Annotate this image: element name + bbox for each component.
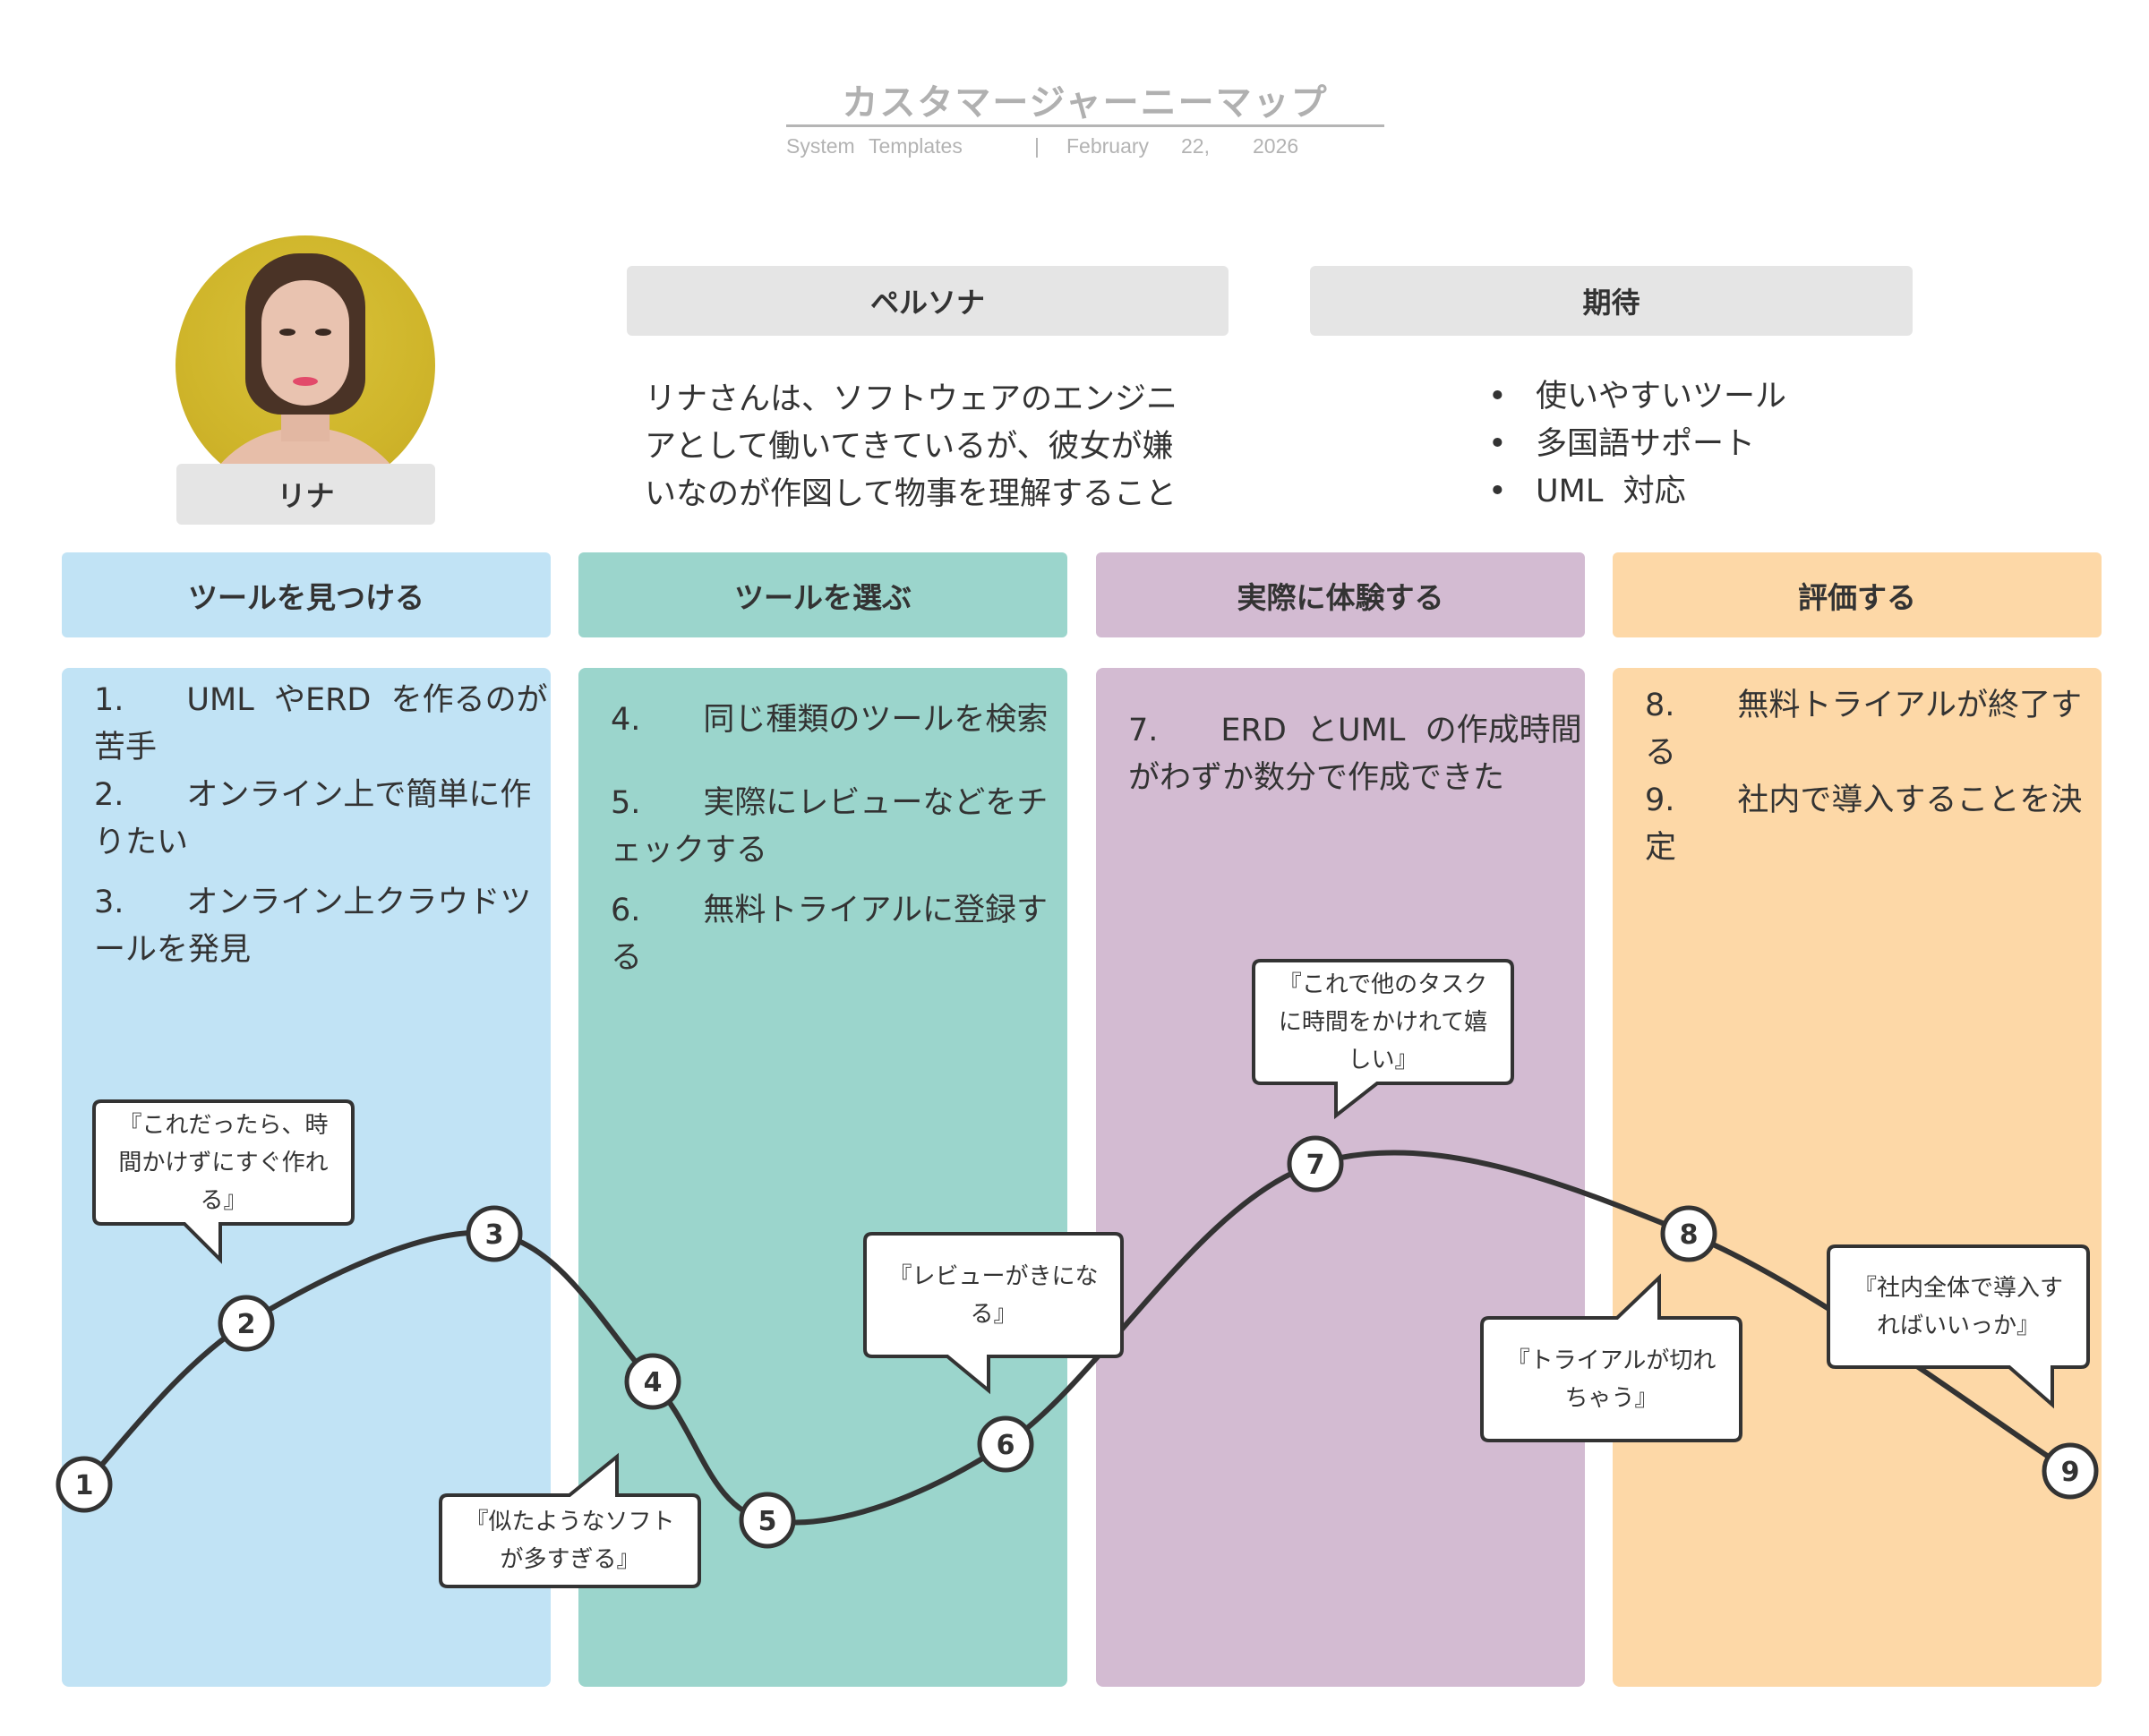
expectation-text: 使いやすいツール	[1536, 379, 1787, 415]
speech-bubble-text: 『これだったら、時間かけずにすぐ作れる』	[118, 1111, 329, 1214]
step-text: 定	[1645, 830, 1677, 866]
speech-bubble-text: 『レビューがきになる』	[888, 1262, 1099, 1328]
step-text: がわずか数分で作成できた	[1128, 760, 1505, 796]
expectations-list: • 使いやすいツール • 多国語サポート • UML 対応	[1477, 373, 1925, 516]
persona-description-line: アとして働いてきているが、彼女が嫌	[645, 429, 1174, 465]
step-text: る	[611, 940, 643, 976]
step-item: 6. 無料トライアルに登録する	[611, 887, 1049, 982]
step-text: 2. オンライン上で簡単に作	[94, 777, 532, 813]
persona-description-line: リナさんは、ソフトウェアのエンジニ	[645, 381, 1178, 417]
avatar-lips	[293, 377, 318, 386]
step-text: 7. ERD とUML の作成時間	[1128, 713, 1582, 748]
persona-description: リナさんは、ソフトウェアのエンジニ アとして働いてきているが、彼女が嫌 いなのが…	[645, 376, 1209, 518]
step-text: 4. 同じ種類のツールを検索	[611, 702, 1049, 738]
avatar-eye-right	[315, 329, 331, 336]
bullet-icon: •	[1488, 474, 1507, 509]
step-text: 9. 社内で導入することを決	[1645, 782, 2083, 818]
step-item: 2. オンライン上で簡単に作りたい	[94, 772, 533, 867]
bullet-icon: •	[1488, 379, 1507, 415]
subtitle-system: System	[786, 134, 855, 158]
speech-bubble-text: 『これで他のタスクに時間をかけれて嬉しい』	[1278, 971, 1488, 1073]
step-text: 8. 無料トライアルが終了す	[1645, 688, 2083, 723]
step-text: 6. 無料トライアルに登録す	[611, 893, 1049, 928]
step-text: 苦手	[94, 730, 158, 765]
step-item: 9. 社内で導入することを決定	[1645, 777, 2084, 872]
step-text: 5. 実際にレビューなどをチ	[611, 785, 1049, 821]
step-text: 1. UML やERD を作るのが	[94, 682, 548, 718]
subtitle: System Templates | February 22, 2026	[786, 134, 1384, 158]
stage-header-try: 実際に体験する	[1096, 552, 1585, 637]
persona-section-header: ペルソナ	[627, 266, 1229, 336]
step-list: 1. UML やERD を作るのが苦手 2. オンライン上で簡単に作りたい 3.…	[94, 677, 548, 974]
step-item: 5. 実際にレビューなどをチェックする	[611, 780, 1049, 875]
expectation-text: 多国語サポート	[1536, 426, 1756, 462]
speech-bubble-text: 『社内全体で導入すればいいっか』	[1853, 1274, 2063, 1339]
stage-body-try: 7. ERD とUML の作成時間がわずか数分で作成できた	[1096, 668, 1585, 1687]
subtitle-month: February	[1066, 134, 1150, 158]
step-text: ェックする	[611, 833, 768, 868]
avatar-eye-left	[279, 329, 295, 336]
subtitle-separator: |	[1034, 134, 1040, 158]
expectation-item: • 使いやすいツール	[1477, 373, 1925, 421]
step-list: 4. 同じ種類のツールを検索 5. 実際にレビューなどをチェックする 6. 無料…	[611, 697, 1049, 982]
step-text: りたい	[94, 825, 189, 860]
speech-bubble-text: 『似たようなソフトが多すぎる』	[465, 1509, 675, 1573]
step-item: 1. UML やERD を作るのが苦手	[94, 677, 548, 772]
step-list: 8. 無料トライアルが終了する 9. 社内で導入することを決定	[1645, 682, 2084, 872]
stage-header-choose: ツールを選ぶ	[578, 552, 1067, 637]
step-item: 8. 無料トライアルが終了する	[1645, 682, 2084, 777]
step-item: 7. ERD とUML の作成時間がわずか数分で作成できた	[1128, 707, 1582, 802]
page-title: カスタマージャーニーマップ	[842, 82, 1329, 124]
bullet-icon: •	[1488, 426, 1507, 462]
step-text: 3. オンライン上クラウドツ	[94, 885, 532, 920]
step-text: る	[1645, 735, 1677, 771]
subtitle-year: 2026	[1253, 134, 1299, 158]
expectations-section-header: 期待	[1310, 266, 1913, 336]
subtitle-templates: Templates	[869, 134, 963, 158]
title-underline	[786, 124, 1384, 127]
speech-bubble-text: 『トライアルが切れちゃう』	[1506, 1347, 1717, 1412]
persona-name: リナ	[176, 464, 435, 525]
stage-body-evaluate: 8. 無料トライアルが終了する 9. 社内で導入することを決定	[1613, 668, 2102, 1687]
stage-header-evaluate: 評価する	[1613, 552, 2102, 637]
avatar-face	[261, 280, 349, 406]
step-item: 4. 同じ種類のツールを検索	[611, 697, 1049, 744]
step-list: 7. ERD とUML の作成時間がわずか数分で作成できた	[1128, 707, 1582, 802]
persona-description-line: いなのが作図して物事を理解すること	[645, 476, 1177, 512]
expectation-item: • 多国語サポート	[1477, 421, 1925, 468]
stage-header-find: ツールを見つける	[62, 552, 551, 637]
expectation-text: UML 対応	[1536, 474, 1686, 509]
step-item: 3. オンライン上クラウドツールを発見	[94, 879, 533, 974]
expectation-item: • UML 対応	[1477, 468, 1925, 516]
step-text: ールを発見	[94, 932, 252, 968]
persona-avatar	[176, 235, 435, 495]
subtitle-day: 22,	[1181, 134, 1210, 158]
